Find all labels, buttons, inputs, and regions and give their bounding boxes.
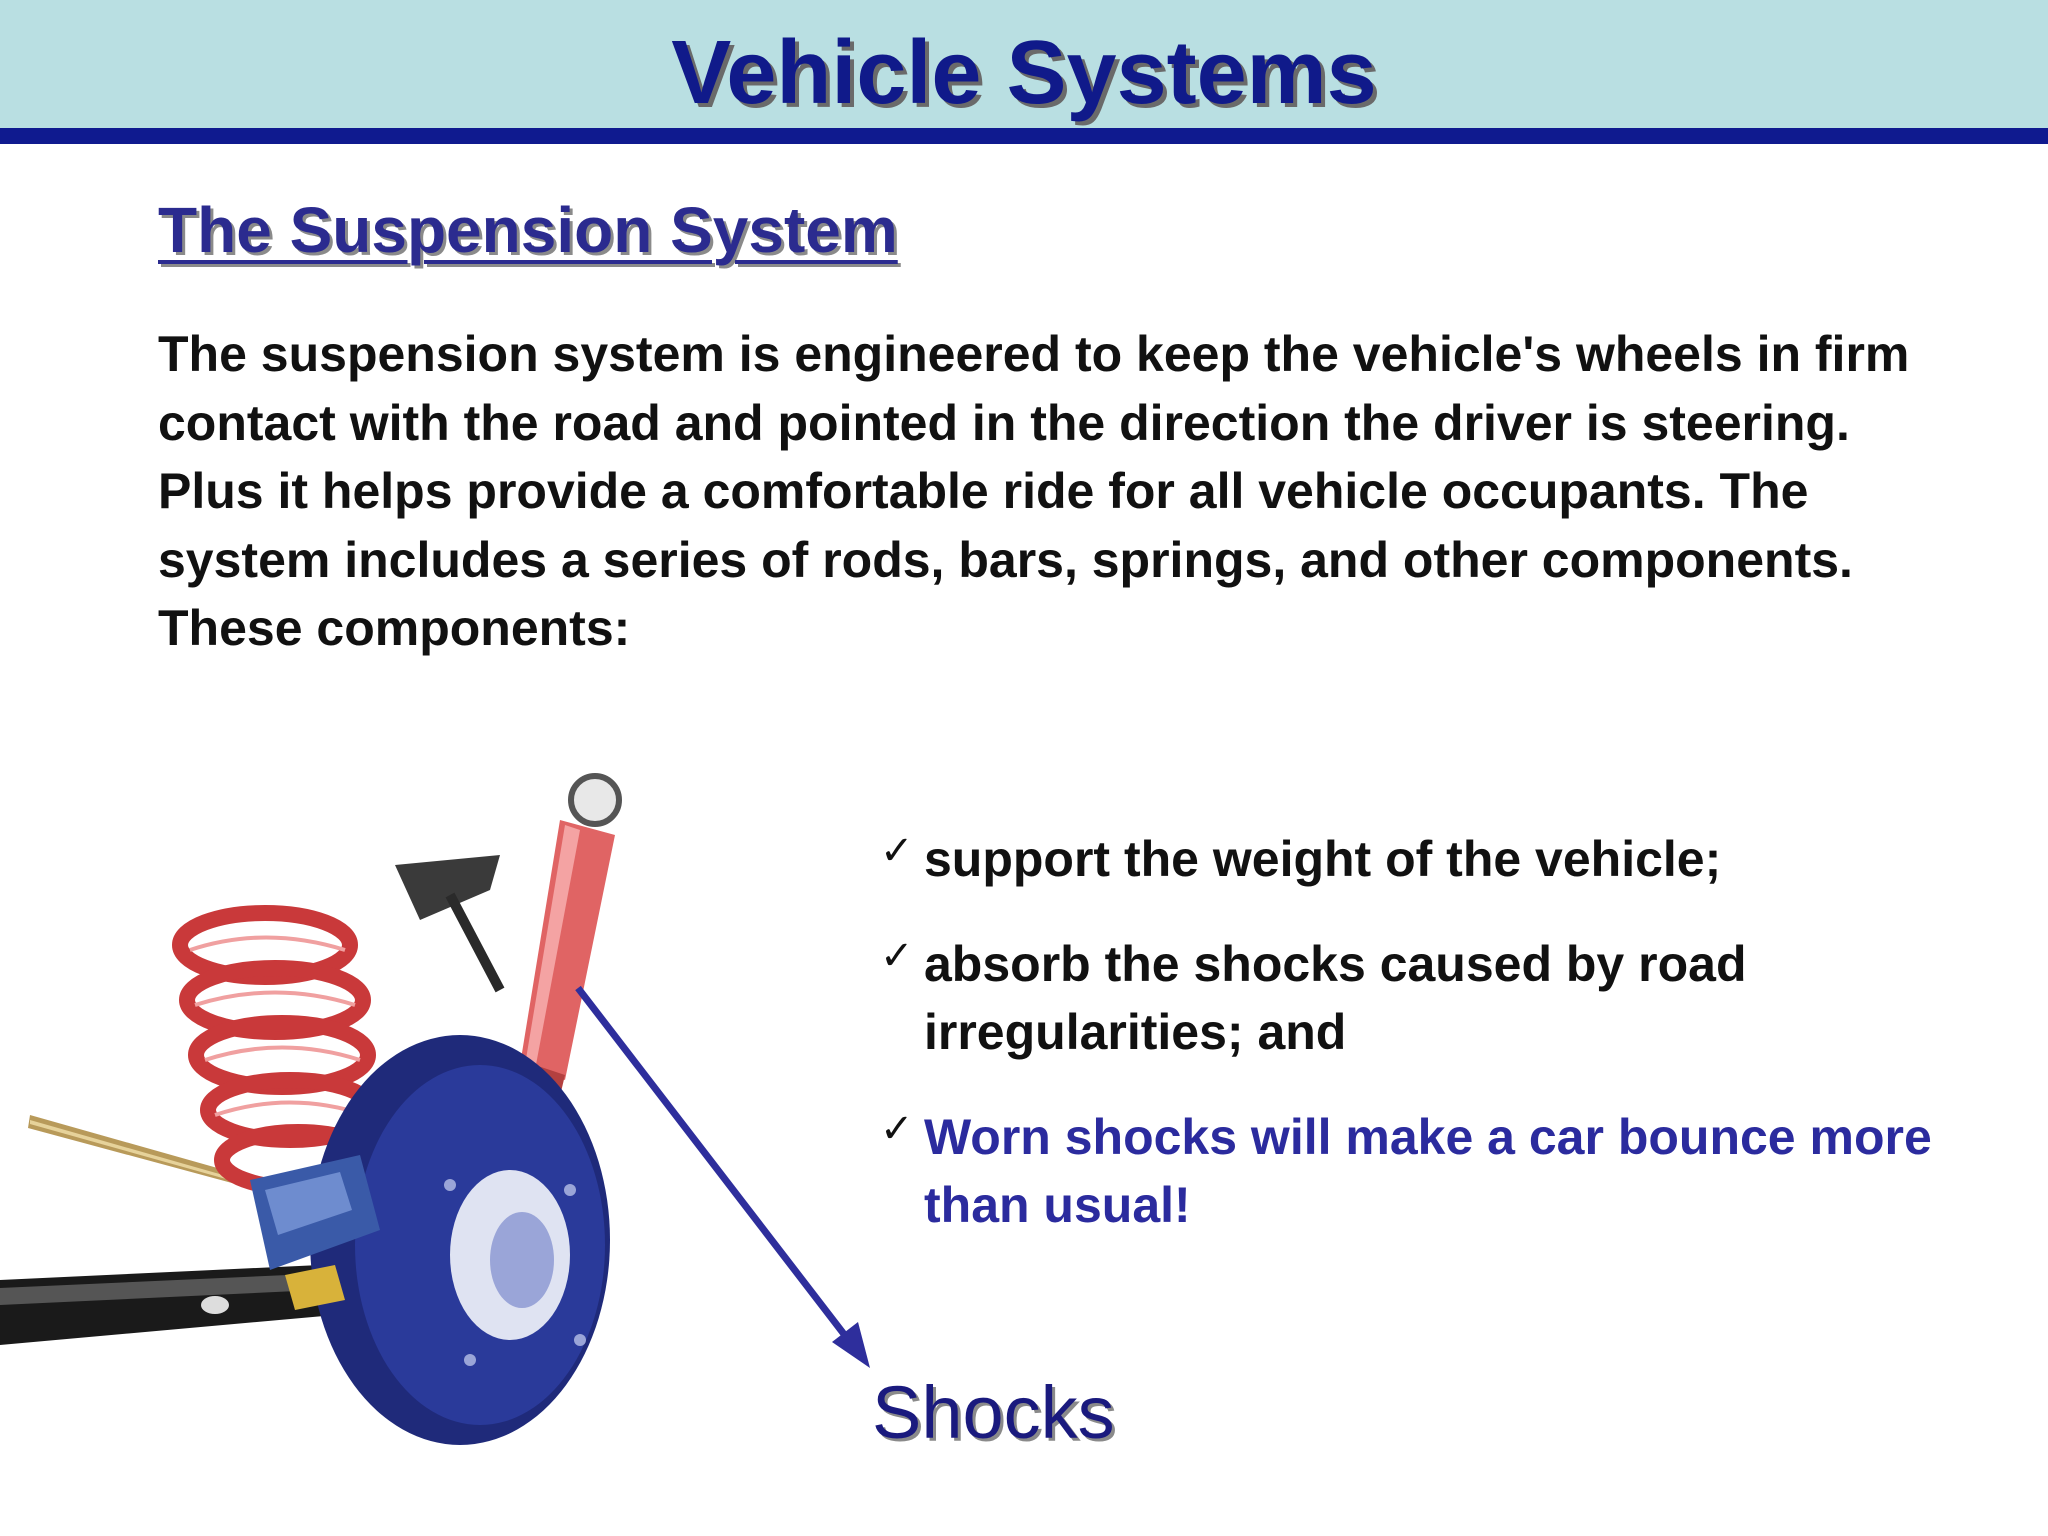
checkmark-icon: ✓	[880, 932, 914, 979]
brake-drum	[310, 1035, 610, 1445]
checkmark-icon: ✓	[880, 828, 914, 874]
section-heading: The Suspension System	[158, 194, 898, 266]
header-band	[0, 0, 2048, 128]
list-item: ✓ absorb the shocks caused by road irreg…	[880, 930, 2010, 1067]
steering-knuckle	[250, 1155, 380, 1310]
list-item: ✓ support the weight of the vehicle;	[880, 825, 2010, 894]
suspension-assembly-image	[0, 773, 622, 1445]
bullet-text: absorb the shocks caused by road irregul…	[924, 935, 1747, 1061]
tie-rod	[28, 1115, 260, 1190]
bullet-list: ✓ support the weight of the vehicle; ✓ a…	[880, 825, 2010, 1276]
checkmark-icon: ✓	[880, 1105, 914, 1152]
bullet-text: Worn shocks will make a car bounce more …	[924, 1108, 1932, 1234]
shocks-label: Shocks	[872, 1371, 1115, 1454]
header-divider	[0, 128, 2048, 144]
intro-paragraph: The suspension system is engineered to k…	[158, 326, 1910, 656]
axle-bar	[0, 1265, 335, 1345]
slide-title: Vehicle Systems	[671, 23, 1377, 123]
bullet-text: support the weight of the vehicle;	[924, 831, 1722, 887]
list-item: ✓ Worn shocks will make a car bounce mor…	[880, 1103, 2010, 1240]
upper-bracket	[395, 855, 505, 993]
